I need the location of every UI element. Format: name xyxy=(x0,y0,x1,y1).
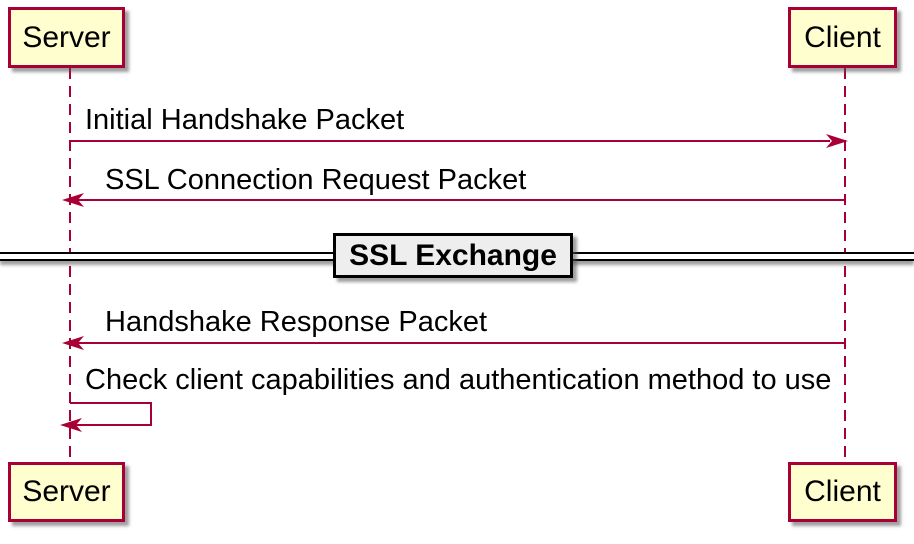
message-label-handshake-response: Handshake Response Packet xyxy=(105,306,488,338)
message-label-check-capabilities: Check client capabilities and authentica… xyxy=(85,364,832,396)
participant-label: Server xyxy=(22,20,111,54)
message-line-handshake-response xyxy=(75,342,845,344)
message-label-initial-handshake: Initial Handshake Packet xyxy=(85,104,405,136)
participant-client-top: Client xyxy=(788,7,897,68)
participant-server-top: Server xyxy=(8,7,125,68)
arrowhead-right-icon xyxy=(826,134,848,148)
arrowhead-left-icon xyxy=(60,418,82,432)
lifeline-client xyxy=(844,68,846,462)
arrowhead-left-icon xyxy=(62,336,84,350)
arrowhead-left-icon xyxy=(62,193,84,207)
divider-box: SSL Exchange xyxy=(333,233,573,278)
message-line-ssl-connection-request xyxy=(75,199,845,201)
self-message-loop xyxy=(70,402,152,426)
message-label-ssl-connection-request: SSL Connection Request Packet xyxy=(105,164,527,196)
lifeline-server xyxy=(69,68,71,462)
message-line-initial-handshake xyxy=(70,140,830,142)
divider-label: SSL Exchange xyxy=(349,238,557,272)
participant-client-bottom: Client xyxy=(788,462,897,522)
participant-label: Client xyxy=(804,20,881,54)
participant-label: Server xyxy=(22,475,111,508)
participant-label: Client xyxy=(804,475,881,508)
participant-server-bottom: Server xyxy=(8,462,125,522)
